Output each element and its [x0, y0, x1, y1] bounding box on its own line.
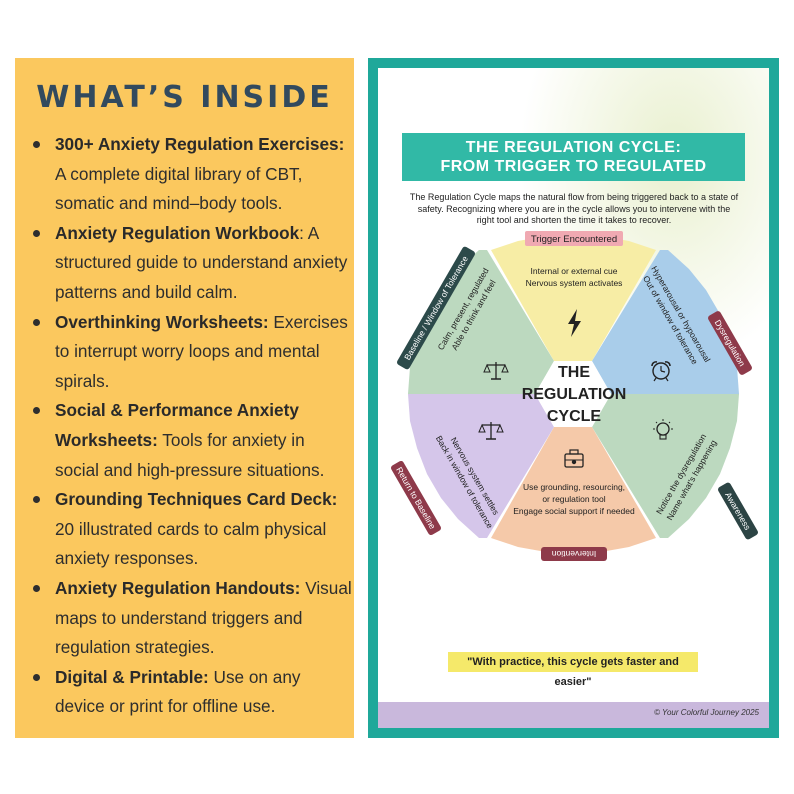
footer-strip: © Your Colorful Journey 2025 — [378, 702, 769, 728]
trigger-line-1: Internal or external cue — [531, 266, 618, 276]
regulation-cycle-card: THE REGULATION CYCLE: FROM TRIGGER TO RE… — [378, 68, 769, 728]
label-dysregulation-box — [708, 311, 752, 375]
trigger-line-2: Nervous system activates — [526, 278, 623, 288]
item-text: Use on any device or print for offline u… — [55, 666, 301, 717]
banner-line-2: FROM TRIGGER TO REGULATED — [440, 158, 707, 175]
intervention-line-1: Use grounding, resourcing, — [523, 482, 625, 492]
item-title: Grounding Techniques Card Deck: — [55, 489, 338, 510]
label-intervention-box — [541, 547, 607, 561]
alarm-clock-icon — [651, 361, 671, 382]
scale-icon-return — [478, 422, 504, 440]
title-banner: THE REGULATION CYCLE: FROM TRIGGER TO RE… — [402, 133, 745, 181]
bullet-icon — [33, 141, 40, 148]
item-text: Tools for anxiety in social and high-pre… — [55, 429, 325, 480]
list-item: Digital & Printable: Use on any device o… — [31, 663, 353, 722]
bullet-icon — [33, 229, 40, 237]
copyright-text: © Your Colorful Journey 2025 — [654, 708, 759, 717]
bullet-icon — [33, 407, 40, 415]
whats-inside-title: WHAT’S INSIDE — [36, 80, 333, 115]
item-title: Anxiety Regulation Workbook — [55, 222, 300, 243]
item-text: Exercises to interrupt worry loops and m… — [55, 311, 348, 391]
item-title: Digital & Printable: — [55, 666, 209, 687]
toolbox-icon — [564, 449, 584, 468]
center-line-1: THE — [558, 364, 590, 381]
lightning-icon — [568, 309, 581, 337]
scale-icon-baseline — [483, 362, 509, 380]
segment-intervention — [491, 427, 656, 554]
list-item: Grounding Techniques Card Deck: 20 illus… — [31, 485, 353, 574]
label-return-box — [391, 460, 441, 536]
item-title: 300+ Anxiety Regulation Exercises: — [55, 134, 345, 154]
center-hexagon — [535, 361, 611, 427]
list-item: Social & Performance Anxiety Worksheets:… — [31, 396, 353, 485]
segment-return — [408, 394, 554, 538]
list-item: 300+ Anxiety Regulation Exercises: A com… — [31, 130, 353, 219]
list-item: Overthinking Worksheets: Exercises to in… — [31, 308, 353, 397]
segment-awareness — [592, 394, 739, 538]
awareness-label: Awareness — [718, 482, 758, 540]
lightbulb-icon — [653, 419, 673, 440]
quote-banner: "With practice, this cycle gets faster a… — [448, 652, 698, 688]
intervention-line-2: or regulation tool — [542, 494, 605, 504]
item-text: : A structured guide to understand anxie… — [55, 222, 348, 302]
bullet-icon — [33, 318, 40, 326]
banner-line-1: THE REGULATION CYCLE: — [465, 139, 682, 156]
label-awareness-box — [718, 482, 758, 540]
center-line-2: REGULATION — [522, 386, 627, 403]
item-title: Overthinking Worksheets: — [55, 311, 269, 332]
label-intervention: Intervention — [552, 549, 597, 559]
item-text: Visual maps to understand triggers and r… — [55, 577, 352, 658]
whats-inside-panel: WHAT’S INSIDE 300+ Anxiety Regulation Ex… — [15, 58, 354, 738]
list-item: Anxiety Regulation Workbook: A structure… — [31, 219, 353, 308]
label-awareness: Awareness — [723, 490, 753, 531]
segment-dysregulation — [592, 250, 739, 394]
label-baseline-box — [397, 246, 475, 370]
item-title: Social & Performance Anxiety Worksheets: — [55, 400, 299, 450]
bullet-icon — [33, 496, 40, 504]
item-title: Anxiety Regulation Handouts: — [55, 577, 301, 598]
item-text: 20 illustrated cards to calm physical an… — [55, 518, 327, 569]
list-item: Anxiety Regulation Handouts: Visual maps… — [31, 574, 353, 663]
feature-list: 300+ Anxiety Regulation Exercises: A com… — [31, 130, 353, 722]
regulation-cycle-panel: THE REGULATION CYCLE: FROM TRIGGER TO RE… — [368, 58, 779, 738]
intervention-line-3: Engage social support if needed — [513, 506, 635, 516]
intro-text: The Regulation Cycle maps the natural fl… — [409, 192, 739, 225]
bullet-icon — [33, 584, 40, 592]
regulation-cycle-wheel: THE REGULATION CYCLE Trigger Encountered… — [391, 231, 758, 561]
center-line-3: CYCLE — [547, 408, 602, 425]
label-trigger: Trigger Encountered — [531, 234, 617, 245]
label-trigger-box — [525, 231, 623, 246]
item-text: A complete digital library of CBT, somat… — [55, 163, 303, 214]
bullet-icon — [33, 673, 40, 681]
segment-trigger — [491, 234, 656, 361]
